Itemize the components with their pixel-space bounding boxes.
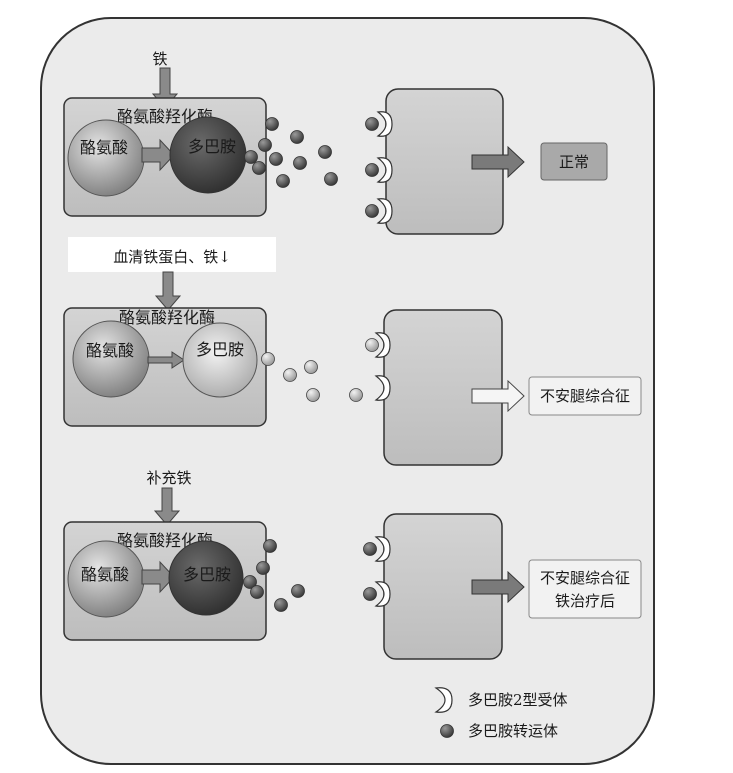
released-dopamine [261,352,363,402]
postsynaptic-cell [383,309,503,466]
outcome-arrow [471,145,525,179]
synthesis-arrow [141,560,175,594]
outcome-text: 正常 [559,153,589,171]
dopamine-sphere [182,322,258,398]
input-label: 血清铁蛋白、铁↓ [113,248,231,266]
released-dopamine [243,539,305,612]
outcome-text-line1: 不安腿综合征 [540,569,630,587]
enzyme-label: 酪氨酸羟化酶 [117,107,213,126]
tyrosine-label: 酪氨酸 [86,341,134,360]
outcome-arrow [471,379,525,413]
dopamine-label: 多巴胺 [188,137,236,156]
panel-iron-treatment: 补充铁 酪氨酸羟化酶 酪氨酸 多巴胺 不安腿综合征 铁治疗后 [63,469,642,660]
outcome-box [540,142,608,181]
input-label: 铁 [152,50,167,68]
synthesis-arrow [141,138,175,172]
input-arrow [154,271,182,311]
outcome-text-line2: 铁治疗后 [555,592,615,610]
outcome-arrow [471,570,525,604]
enzyme-label: 酪氨酸羟化酶 [119,308,215,327]
input-label: 补充铁 [146,469,191,487]
d2-receptors [365,111,393,224]
panel-deficiency: 血清铁蛋白、铁↓ 酪氨酸羟化酶 酪氨酸 多巴胺 不安腿综合征 [63,237,642,466]
legend: 多巴胺2型受体 多巴胺转运体 [434,687,568,740]
released-dopamine [244,117,338,188]
outcome-box [528,559,642,619]
outcome-box [528,376,642,416]
outcome-text: 不安腿综合征 [540,387,630,405]
dopamine-label: 多巴胺 [196,340,244,359]
tyrosine-sphere [67,119,145,197]
legend-transporter-icon [440,724,454,738]
d2-receptors [363,536,391,607]
synthesis-arrow [147,351,185,369]
legend-receptor-icon [434,687,453,713]
dopamine-label: 多巴胺 [183,565,231,584]
tyrosine-label: 酪氨酸 [81,565,129,584]
input-label-bg [68,237,276,272]
dopamine-sphere [168,540,244,616]
input-arrow [153,487,181,526]
tyrosine-label: 酪氨酸 [80,138,128,157]
panel-normal: 铁 酪氨酸羟化酶 酪氨酸 多巴胺 正常 [63,50,608,235]
legend-transporter-label: 多巴胺转运体 [468,722,558,740]
d2-receptors [365,332,391,401]
legend-receptor-label: 多巴胺2型受体 [468,691,568,709]
